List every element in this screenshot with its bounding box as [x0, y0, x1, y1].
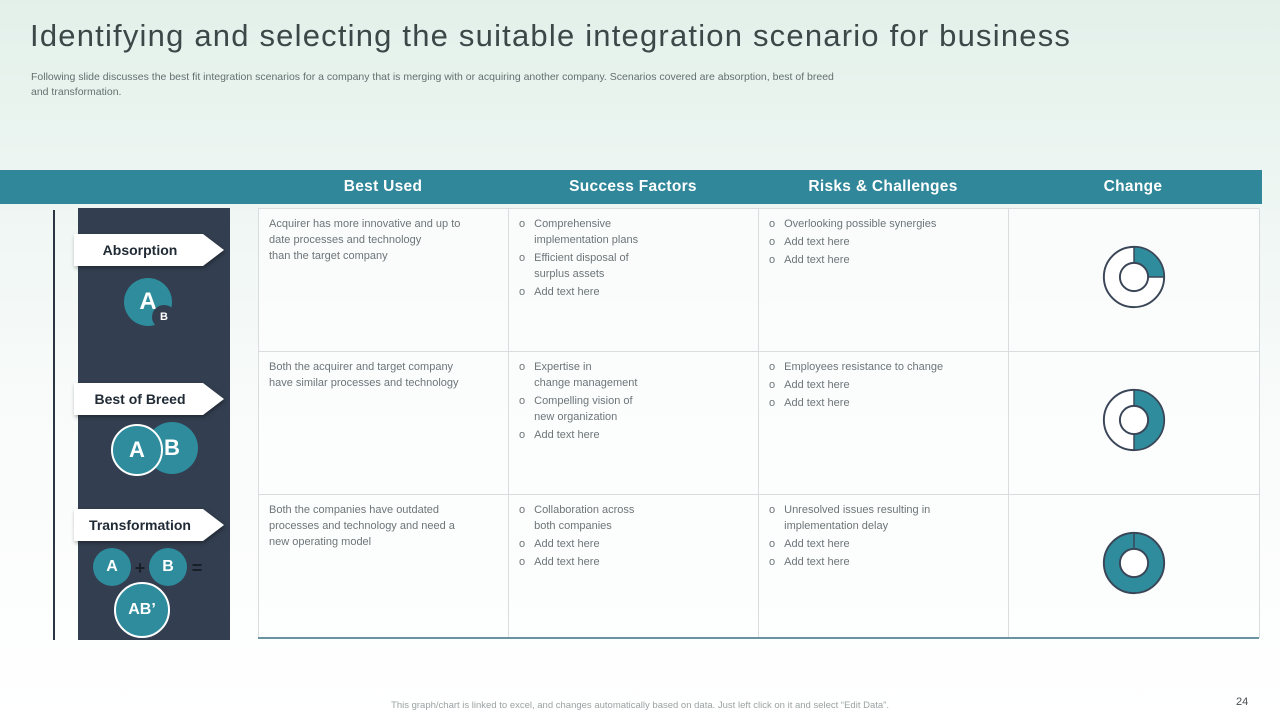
bullet-icon: o	[519, 537, 526, 550]
table-bottom-rule	[258, 637, 1259, 639]
bullet-icon: o	[519, 504, 526, 516]
transformation-circle-ab: AB’	[114, 582, 170, 638]
footer-note: This graph/chart is linked to excel, and…	[391, 700, 889, 711]
bullet-icon: o	[769, 218, 776, 230]
cell-best-used-absorption: Acquirer has more innovative and up to d…	[259, 209, 509, 352]
scenario-banner-label: Absorption	[74, 234, 224, 266]
page-number: 24	[1236, 696, 1249, 708]
bullet-icon: o	[519, 251, 526, 264]
bullet-icon: o	[769, 504, 776, 516]
plus-operator: +	[134, 558, 146, 578]
bullet-icon: o	[769, 253, 776, 266]
cell-change-best-of-breed	[1009, 352, 1260, 495]
cell-change-absorption	[1009, 209, 1260, 352]
bullet-icon: o	[519, 361, 526, 373]
scenario-banner-absorption: Absorption	[74, 234, 224, 266]
transformation-circle-b: B	[149, 548, 187, 586]
donut-chart-transformation[interactable]	[1099, 528, 1169, 604]
scenario-banner-label: Transformation	[74, 509, 224, 541]
scenario-banner-best-of-breed: Best of Breed	[74, 383, 224, 415]
bullet-icon: o	[519, 555, 526, 568]
circle-letter: A	[129, 437, 145, 462]
bullet-icon: o	[769, 378, 776, 391]
cell-best-used-best-of-breed: Both the acquirer and target company hav…	[259, 352, 509, 495]
scenario-banner-label: Best of Breed	[74, 383, 224, 415]
column-header-risks-challenges: Risks & Challenges	[808, 178, 958, 195]
left-rule-line	[53, 210, 55, 640]
donut-chart-best-of-breed[interactable]	[1099, 385, 1169, 461]
slide-subtitle: Following slide discusses the best fit i…	[31, 71, 834, 98]
bullet-icon: o	[769, 537, 776, 550]
cell-best-used-transformation: Both the companies have outdated process…	[259, 495, 509, 638]
circle-letter: B	[164, 435, 180, 460]
cell-change-transformation	[1009, 495, 1260, 638]
bullet-icon: o	[519, 394, 526, 407]
scenario-banner-transformation: Transformation	[74, 509, 224, 541]
bullet-icon: o	[769, 396, 776, 409]
circle-letter: AB’	[128, 601, 156, 618]
bullet-icon: o	[769, 235, 776, 248]
bullet-icon: o	[519, 428, 526, 441]
equals-operator: =	[191, 558, 203, 578]
page-title: Identifying and selecting the suitable i…	[30, 18, 1072, 53]
scenario-table: Acquirer has more innovative and up to d…	[258, 208, 1260, 638]
column-header-best-used: Best Used	[343, 178, 423, 195]
best-of-breed-circle-a: A	[111, 424, 163, 476]
circle-letter: A	[139, 288, 157, 315]
table-header-bar: Best Used Success Factors Risks & Challe…	[0, 170, 1262, 204]
bullet-icon: o	[769, 555, 776, 568]
transformation-circle-a: A	[93, 548, 131, 586]
circle-letter: B	[160, 311, 168, 323]
circle-letter: B	[162, 558, 174, 575]
column-header-change: Change	[1103, 178, 1163, 195]
absorption-circle-b: B	[152, 305, 176, 329]
bullet-icon: o	[519, 285, 526, 298]
bullet-icon: o	[769, 361, 776, 373]
bullet-icon: o	[519, 218, 526, 230]
column-header-success-factors: Success Factors	[569, 178, 697, 195]
donut-chart-absorption[interactable]	[1099, 242, 1169, 318]
circle-letter: A	[106, 558, 118, 575]
